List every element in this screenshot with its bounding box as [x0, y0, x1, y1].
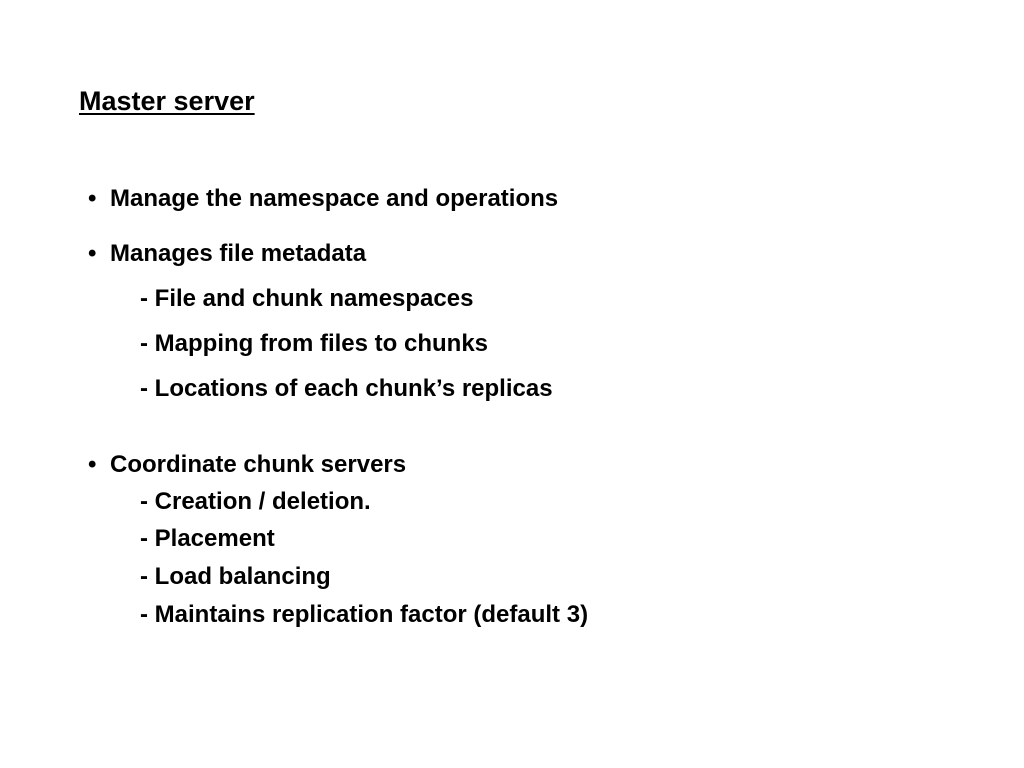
bullet-item: • Coordinate chunk servers: [88, 450, 406, 480]
slide-title: Master server: [79, 86, 255, 116]
sub-item: - Maintains replication factor (default …: [140, 601, 589, 628]
bullet-icon: •: [88, 240, 97, 267]
bullet-item: • Manages file metadata: [88, 239, 366, 269]
bullet-icon: •: [88, 185, 97, 212]
bullet-text: Manage the namespace and operations: [110, 185, 559, 212]
sub-item: - Placement: [140, 525, 275, 552]
bullet-icon: •: [88, 451, 97, 478]
sub-item: - Creation / deletion.: [140, 488, 371, 515]
sub-item: - Locations of each chunk’s replicas: [140, 375, 553, 402]
sub-item: - Load balancing: [140, 563, 331, 590]
bullet-text: Coordinate chunk servers: [110, 451, 407, 478]
bullet-text: Manages file metadata: [110, 240, 367, 267]
sub-item: - Mapping from files to chunks: [140, 330, 489, 357]
bullet-item: • Manage the namespace and operations: [88, 184, 558, 214]
sub-item: - File and chunk namespaces: [140, 285, 474, 312]
